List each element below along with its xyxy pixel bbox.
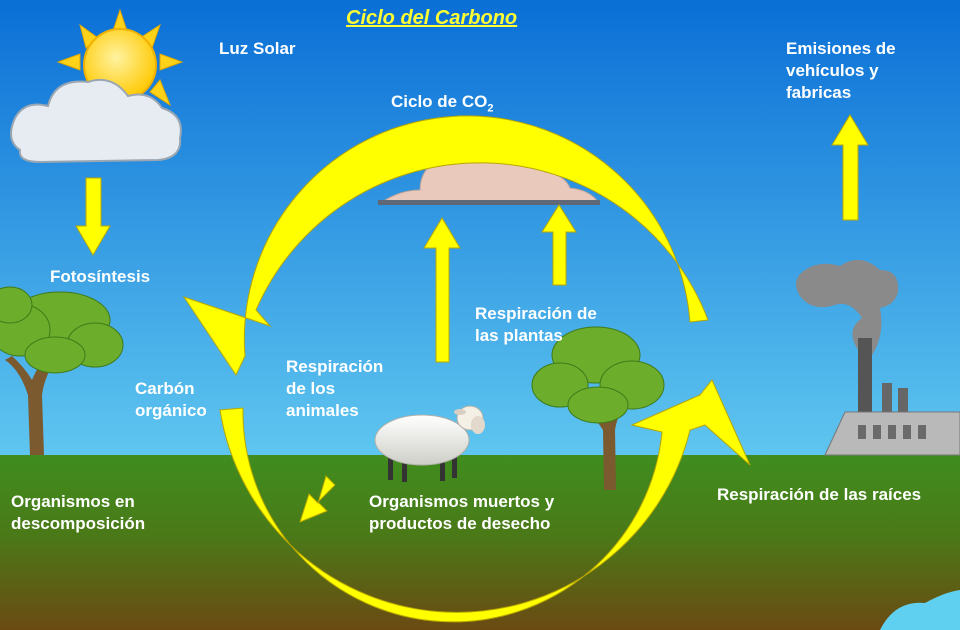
label-animal-respiration-line: animales xyxy=(286,401,359,420)
diagram-title: Ciclo del Carbono xyxy=(346,7,518,29)
label-organic-carbon: Carbón orgánico xyxy=(135,378,207,422)
label-animal-respiration-line: de los xyxy=(286,379,336,398)
ground xyxy=(0,455,960,630)
cycle-arrows xyxy=(75,114,869,623)
label-emissions-line: Emisiones de xyxy=(786,39,896,58)
label-dead-organisms-line: Organismos muertos y xyxy=(369,492,555,511)
label-sunlight: Luz Solar xyxy=(219,39,296,58)
label-organic-carbon-line: Carbón xyxy=(135,379,195,398)
water xyxy=(880,590,960,630)
arrow-up-animal-respiration xyxy=(423,217,461,363)
arrow-up-plant-respiration xyxy=(541,204,577,286)
factory-icon xyxy=(796,259,960,456)
arrow-up-emissions xyxy=(831,114,869,221)
label-emissions: Emisiones de vehículos y fabricas xyxy=(786,38,896,104)
label-decomposition: Organismos en descomposición xyxy=(11,491,145,535)
label-root-respiration: Respiración de las raíces xyxy=(717,485,922,504)
label-animal-respiration-line: Respiración xyxy=(286,357,384,376)
sky xyxy=(0,0,960,456)
label-plant-respiration-line: las plantas xyxy=(475,326,563,345)
label-decomposition-line: descomposición xyxy=(11,514,146,533)
label-dead-organisms: Organismos muertos y productos de desech… xyxy=(369,491,554,535)
smoke-icon xyxy=(796,259,899,355)
label-dead-organisms-line: productos de desecho xyxy=(369,514,551,533)
label-emissions-line: vehículos y xyxy=(786,61,879,80)
label-emissions-line: fabricas xyxy=(786,83,852,102)
label-co2-subscript: 2 xyxy=(487,102,494,115)
label-organic-carbon-line: orgánico xyxy=(135,401,207,420)
label-plant-respiration-line: Respiración de xyxy=(475,304,597,323)
cycle-arrow-top xyxy=(182,115,709,377)
label-decomposition-line: Organismos en xyxy=(11,492,135,511)
cloud-icon xyxy=(10,78,182,164)
label-plant-respiration: Respiración de las plantas xyxy=(475,303,597,347)
sheep-icon xyxy=(374,405,485,482)
tree-right-icon xyxy=(531,326,665,490)
label-co2-cycle: Ciclo de CO2 xyxy=(391,91,493,119)
label-co2-cycle-text: Ciclo de CO xyxy=(391,92,488,111)
arrow-down-photosynthesis xyxy=(75,177,111,256)
label-photosynthesis: Fotosíntesis xyxy=(50,267,151,286)
label-animal-respiration: Respiración de los animales xyxy=(286,356,383,422)
tree-left-icon xyxy=(0,286,124,455)
arrow-decomposition xyxy=(299,475,336,523)
cycle-arrow-bottom xyxy=(219,379,751,623)
